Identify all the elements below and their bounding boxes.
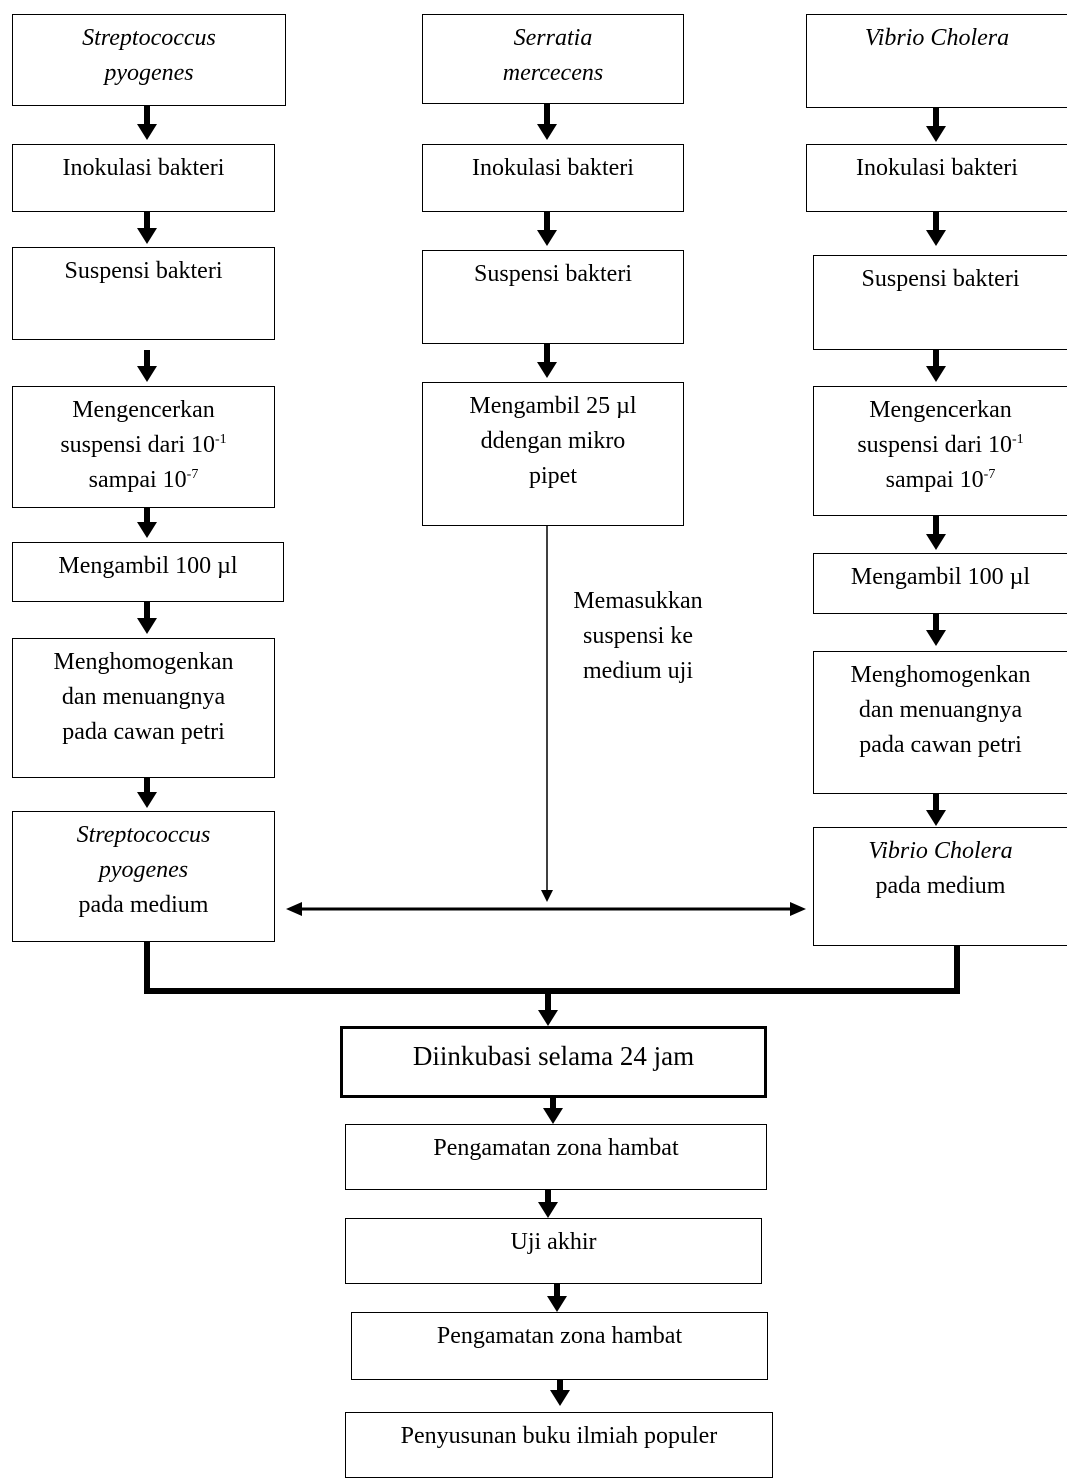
middle-title-line1: Serratia xyxy=(513,25,593,51)
middle-ambil-box: Mengambil 25 µl ddengan mikro pipet xyxy=(422,382,684,526)
pengamatan-2-label: Pengamatan zona hambat xyxy=(436,1323,683,1349)
middle-inokulasi-label: Inokulasi bakteri xyxy=(472,155,634,181)
inkubasi-label: Diinkubasi selama 24 jam xyxy=(412,1041,695,1071)
right-result-line1: Vibrio Cholera xyxy=(868,838,1013,864)
right-ambil-label: Mengambil 100 µl xyxy=(850,564,1031,590)
left-result-line1: Streptococcus xyxy=(76,822,211,848)
left-title-line1: Streptococcus xyxy=(82,25,216,51)
right-encer-line2: suspensi dari 10 xyxy=(857,432,1012,458)
right-arrows xyxy=(926,108,946,826)
penyusunan-box: Penyusunan buku ilmiah populer xyxy=(345,1412,773,1478)
right-result-line2: pada medium xyxy=(875,873,1006,899)
right-encer-exp1: -1 xyxy=(1011,432,1024,447)
middle-edge-line3: medium uji xyxy=(583,658,693,684)
left-ambil-label: Mengambil 100 µl xyxy=(58,553,238,579)
left-encer-line3: sampai 10 xyxy=(88,467,187,493)
merge-bracket xyxy=(144,942,960,1026)
right-encer-line1: Mengencerkan xyxy=(869,397,1012,423)
left-arrows xyxy=(137,106,157,808)
left-inokulasi-box: Inokulasi bakteri xyxy=(12,144,275,212)
middle-ambil-line3: pipet xyxy=(529,463,577,489)
left-encer-exp2: -7 xyxy=(186,467,199,482)
middle-inokulasi-box: Inokulasi bakteri xyxy=(422,144,684,212)
left-homogen-line3: pada cawan petri xyxy=(62,719,225,745)
penyusunan-label: Penyusunan buku ilmiah populer xyxy=(400,1423,718,1449)
right-title: Vibrio Cholera xyxy=(864,25,1010,51)
right-encer-exp2: -7 xyxy=(983,467,996,482)
middle-suspensi-label: Suspensi bakteri xyxy=(474,261,632,287)
left-encer-line2: suspensi dari 10 xyxy=(60,432,215,458)
right-result-box: Vibrio Cholera pada medium xyxy=(813,827,1067,946)
right-homogen-line2: dan menuangnya xyxy=(858,697,1023,723)
right-suspensi-label: Suspensi bakteri xyxy=(861,266,1020,292)
left-homogen-box: Menghomogenkan dan menuangnya pada cawan… xyxy=(12,638,275,778)
left-suspensi-box: Suspensi bakteri xyxy=(12,247,275,340)
left-homogen-line1: Menghomogenkan xyxy=(53,649,234,675)
middle-edge-line2: suspensi ke xyxy=(583,623,693,649)
right-inokulasi-label: Inokulasi bakteri xyxy=(856,155,1018,181)
uji-akhir-box: Uji akhir xyxy=(345,1218,762,1284)
right-encer-box: Mengencerkan suspensi dari 10-1 sampai 1… xyxy=(813,386,1067,516)
left-suspensi-label: Suspensi bakteri xyxy=(64,258,223,284)
left-homogen-line2: dan menuangnya xyxy=(61,684,226,710)
middle-edge-line1: Memasukkan xyxy=(573,588,703,614)
pengamatan-2-box: Pengamatan zona hambat xyxy=(351,1312,768,1380)
uji-akhir-label: Uji akhir xyxy=(510,1229,597,1255)
right-homogen-line1: Menghomogenkan xyxy=(850,662,1031,688)
middle-ambil-line1: Mengambil 25 µl xyxy=(469,393,637,419)
left-encer-exp1: -1 xyxy=(214,432,227,447)
right-inokulasi-box: Inokulasi bakteri xyxy=(806,144,1067,212)
middle-edge-label: Memasukkan suspensi ke medium uji xyxy=(552,584,724,689)
right-title-box: Vibrio Cholera xyxy=(806,14,1067,108)
double-arrow xyxy=(286,902,806,916)
middle-title-box: Serratia mercecens xyxy=(422,14,684,104)
inkubasi-box: Diinkubasi selama 24 jam xyxy=(340,1026,767,1098)
right-homogen-box: Menghomogenkan dan menuangnya pada cawan… xyxy=(813,651,1067,794)
left-encer-line1: Mengencerkan xyxy=(72,397,215,423)
middle-arrows xyxy=(537,104,557,902)
left-result-line3: pada medium xyxy=(78,892,209,918)
left-encer-box: Mengencerkan suspensi dari 10-1 sampai 1… xyxy=(12,386,275,508)
middle-suspensi-box: Suspensi bakteri xyxy=(422,250,684,344)
right-encer-line3: sampai 10 xyxy=(885,467,984,493)
left-title-line2: pyogenes xyxy=(104,60,194,86)
left-title-box: Streptococcus pyogenes xyxy=(12,14,286,106)
left-ambil-box: Mengambil 100 µl xyxy=(12,542,284,602)
pengamatan-1-box: Pengamatan zona hambat xyxy=(345,1124,767,1190)
right-ambil-box: Mengambil 100 µl xyxy=(813,553,1067,614)
left-inokulasi-label: Inokulasi bakteri xyxy=(62,155,225,181)
right-homogen-line3: pada cawan petri xyxy=(859,732,1022,758)
middle-ambil-line2: ddengan mikro xyxy=(480,428,626,454)
left-result-box: Streptococcus pyogenes pada medium xyxy=(12,811,275,942)
right-suspensi-box: Suspensi bakteri xyxy=(813,255,1067,350)
bottom-arrows xyxy=(538,1098,570,1406)
pengamatan-1-label: Pengamatan zona hambat xyxy=(433,1135,679,1161)
middle-title-line2: mercecens xyxy=(502,60,604,86)
left-result-line2: pyogenes xyxy=(98,857,189,883)
